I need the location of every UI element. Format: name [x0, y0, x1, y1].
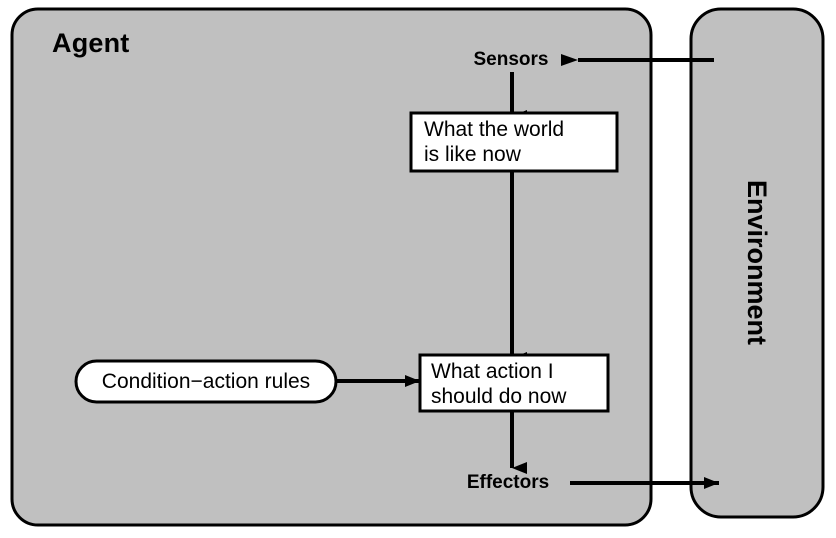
rules-label: Condition−action rules	[101, 370, 311, 393]
action-state-line-2: should do now	[431, 385, 567, 408]
agent-title: Agent	[52, 28, 130, 58]
action-state-line-1: What action I	[431, 360, 554, 383]
world-state-line-2: is like now	[424, 143, 521, 166]
world-state-line-1: What the world	[424, 118, 565, 141]
action-state-box	[418, 353, 610, 413]
world-state-box	[409, 111, 619, 173]
sensors-label: Sensors	[473, 49, 549, 70]
effectors-label: Effectors	[466, 472, 550, 493]
environment-panel	[689, 7, 825, 519]
rules-oval	[74, 359, 338, 404]
environment-title: Environment	[742, 180, 772, 346]
agent-panel	[10, 7, 653, 527]
